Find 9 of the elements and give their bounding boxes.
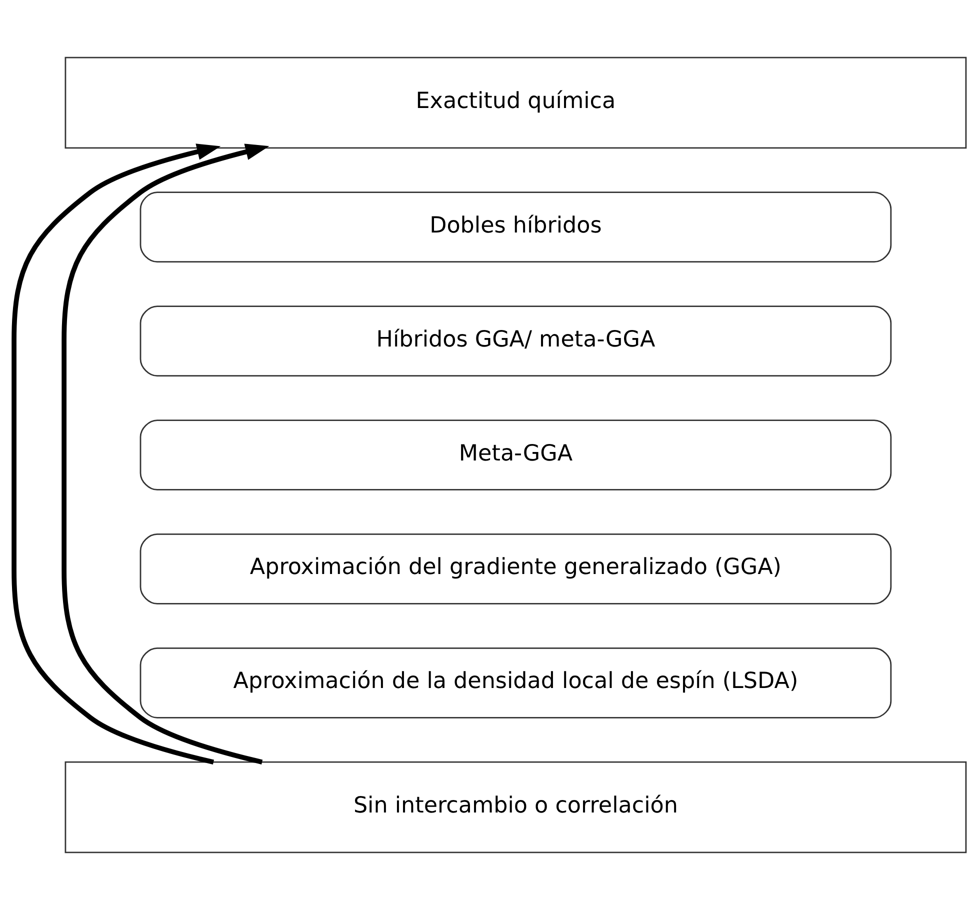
node-box: Híbridos GGA/ meta-GGA (140, 305, 892, 376)
arrow (12, 143, 221, 764)
node-box: Aproximación del gradiente generalizado (GGA) (140, 533, 892, 604)
node-box: Sin intercambio o correlación (64, 760, 967, 853)
node-box: Exactitud química (64, 56, 967, 148)
node-box: Aproximación de la densidad local de espín (LSDA) (140, 646, 892, 718)
arrow (62, 143, 270, 764)
node-box: Dobles híbridos (140, 191, 892, 262)
node-box: Meta-GGA (140, 419, 892, 490)
